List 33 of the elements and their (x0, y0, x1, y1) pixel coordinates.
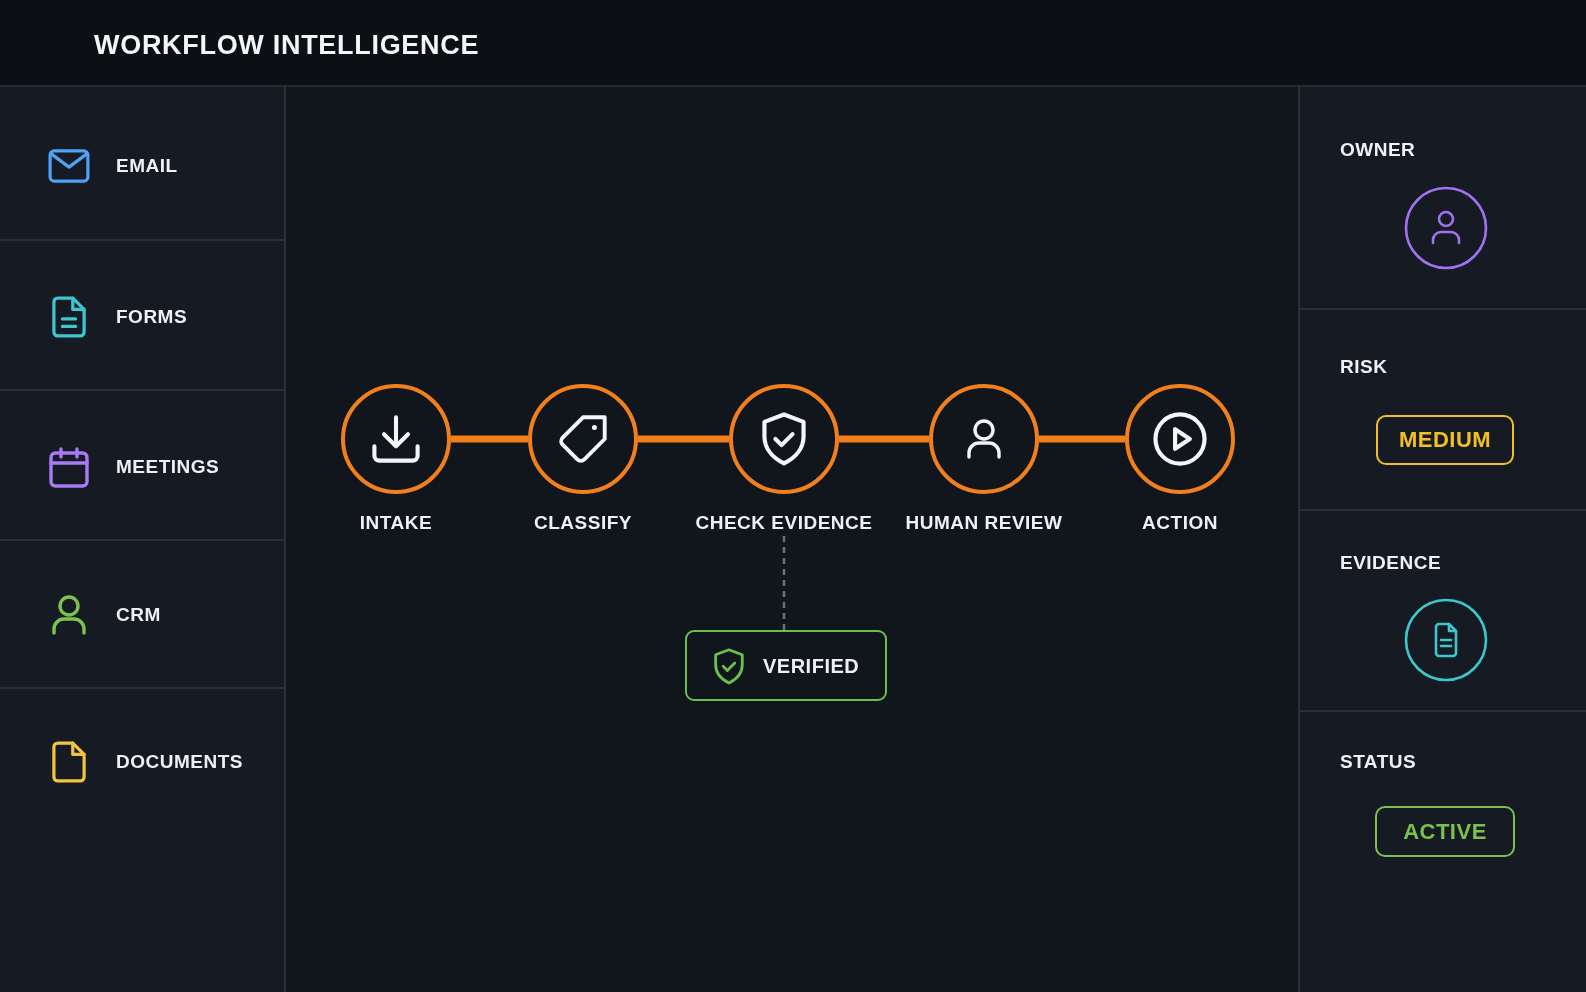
step-label: CHECK EVIDENCE (694, 511, 874, 535)
detail-panel (1298, 712, 1586, 992)
detail-panel (1298, 310, 1586, 511)
source-label: CRM (116, 603, 161, 627)
dashed-connector (782, 536, 786, 630)
step-label: CLASSIFY (533, 511, 633, 535)
page-title: WORKFLOW INTELLIGENCE (94, 29, 480, 61)
detail-panel (1298, 511, 1586, 712)
detail-panel (1298, 87, 1586, 310)
source-label: DOCUMENTS (116, 750, 243, 774)
panel-heading: RISK (1340, 355, 1388, 379)
source-label: MEETINGS (116, 455, 220, 479)
step-label: HUMAN REVIEW (904, 511, 1064, 535)
panel-heading: OWNER (1340, 138, 1416, 162)
source-row (0, 541, 286, 689)
step-label: ACTION (1141, 511, 1219, 535)
panel-heading: EVIDENCE (1340, 551, 1442, 575)
verified-badge (685, 630, 887, 701)
step-label: INTAKE (358, 511, 434, 535)
connector-line (451, 435, 528, 443)
source-row (0, 689, 286, 992)
source-label: FORMS (116, 305, 188, 329)
verified-label: VERIFIED (763, 654, 860, 679)
source-row (0, 87, 286, 241)
panel-heading: STATUS (1340, 750, 1417, 774)
source-row (0, 241, 286, 391)
connector-line (1039, 435, 1125, 443)
source-row (0, 391, 286, 541)
source-label: EMAIL (116, 154, 178, 178)
connector-line (839, 435, 929, 443)
status-badge: ACTIVE (1375, 806, 1515, 857)
connector-line (638, 435, 729, 443)
risk-badge: MEDIUM (1376, 415, 1514, 465)
